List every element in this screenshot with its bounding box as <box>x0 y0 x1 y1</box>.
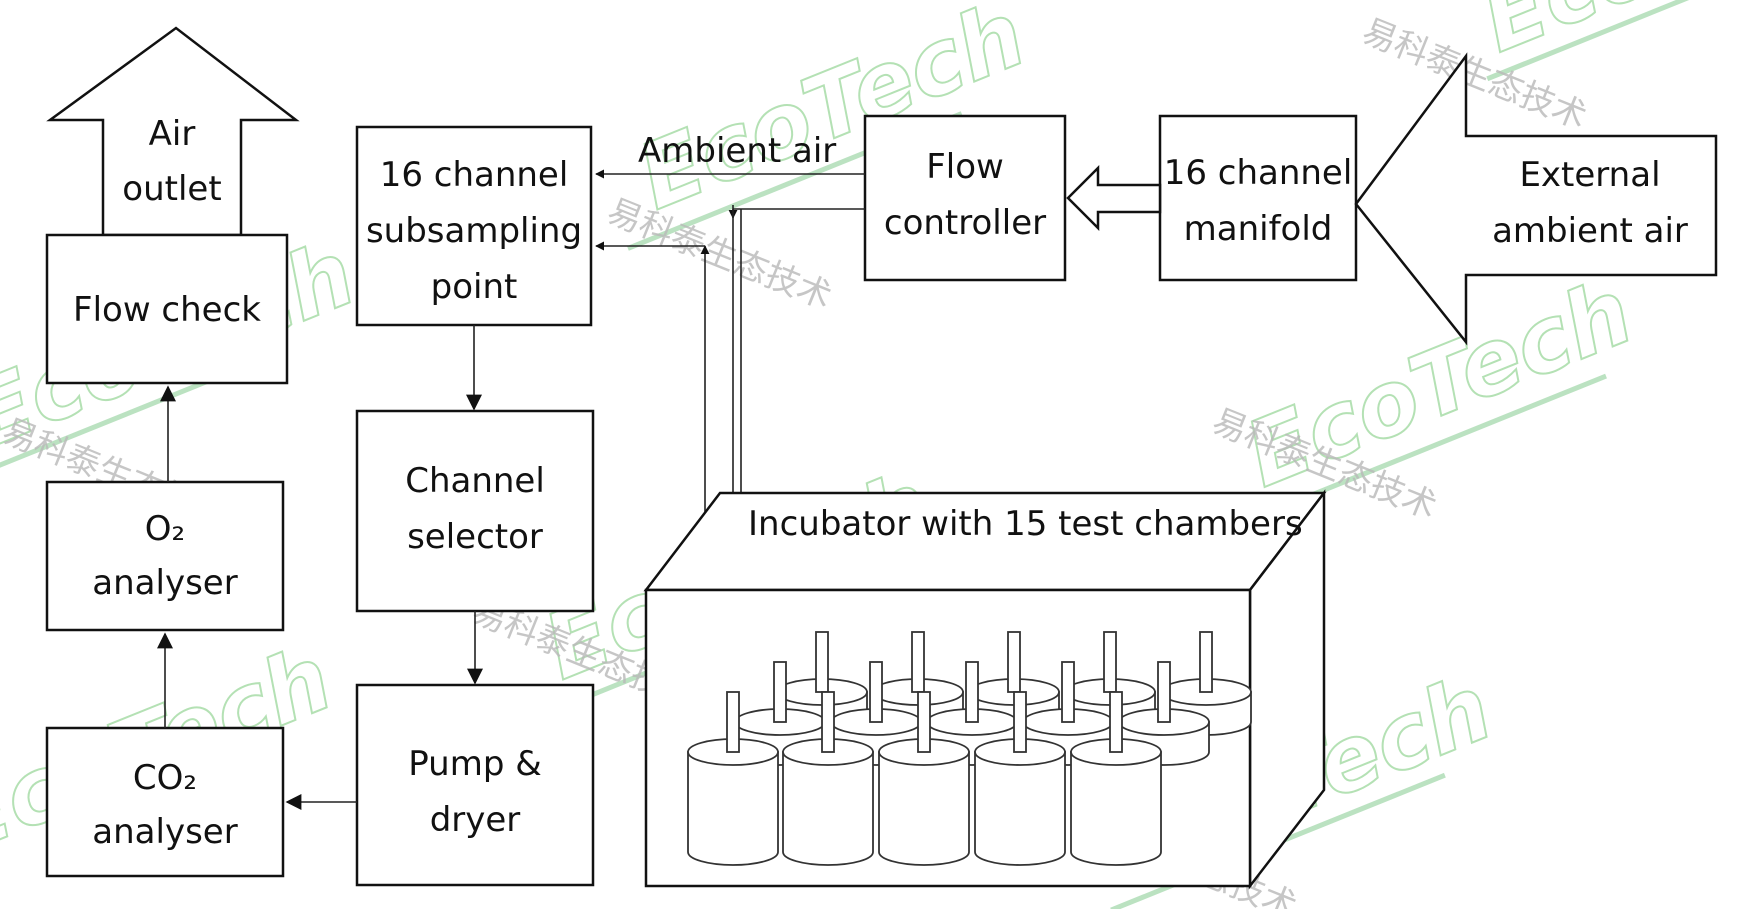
air-outlet-label-1: Air <box>149 114 196 154</box>
pump-dryer-label-1: Pump & <box>408 744 541 784</box>
air-outlet-arrow: Air outlet <box>46 26 300 237</box>
o2-analyser-label: analyser <box>92 563 237 603</box>
subsampling-block: 16 channel subsampling point <box>355 125 593 327</box>
manifold-to-controller-arrow <box>1066 164 1162 232</box>
o2-analyser-block: O₂ analyser <box>45 480 285 632</box>
watermark-logo: EcoTech <box>1467 0 1759 73</box>
channel-selector-block: Channel selector <box>355 409 595 613</box>
manifold-block: 16 channel manifold <box>1158 114 1358 282</box>
test-chamber <box>782 691 874 866</box>
test-chamber <box>687 691 779 866</box>
external-air-arrow: External ambient air <box>1354 52 1718 346</box>
flow-controller-label-2: controller <box>884 203 1046 243</box>
ambient-air-label: Ambient air <box>638 131 836 171</box>
subsampling-label-3: point <box>431 267 518 307</box>
test-chamber <box>974 691 1066 866</box>
flow-controller-label-1: Flow <box>926 147 1004 187</box>
flow-check-block: Flow check <box>45 233 289 385</box>
test-chambers <box>687 631 1252 866</box>
manifold-label-2: manifold <box>1184 209 1333 249</box>
test-chamber <box>1070 691 1162 866</box>
manifold-label-1: 16 channel <box>1164 153 1353 193</box>
test-chamber <box>878 691 970 866</box>
subsampling-label-1: 16 channel <box>380 155 569 195</box>
subsampling-label-2: subsampling <box>366 211 582 251</box>
flow-controller-block: Flow controller <box>863 114 1067 282</box>
pump-dryer-block: Pump & dryer <box>355 683 595 887</box>
co2-analyser-block: CO₂ analyser <box>45 726 285 878</box>
flow-check-label: Flow check <box>73 290 261 330</box>
pump-dryer-label-2: dryer <box>430 800 521 840</box>
channel-selector-label-2: selector <box>407 517 543 557</box>
o2-label: O₂ <box>145 509 185 549</box>
incubator-label: Incubator with 15 test chambers <box>748 504 1303 544</box>
incubator-block: Incubator with 15 test chambers <box>643 489 1327 890</box>
channel-selector-label-1: Channel <box>405 461 545 501</box>
co2-analyser-label: analyser <box>92 812 237 852</box>
air-outlet-label-2: outlet <box>122 169 221 209</box>
external-air-label-1: External <box>1519 155 1660 195</box>
co2-label: CO₂ <box>133 758 197 798</box>
external-air-label-2: ambient air <box>1492 211 1688 251</box>
